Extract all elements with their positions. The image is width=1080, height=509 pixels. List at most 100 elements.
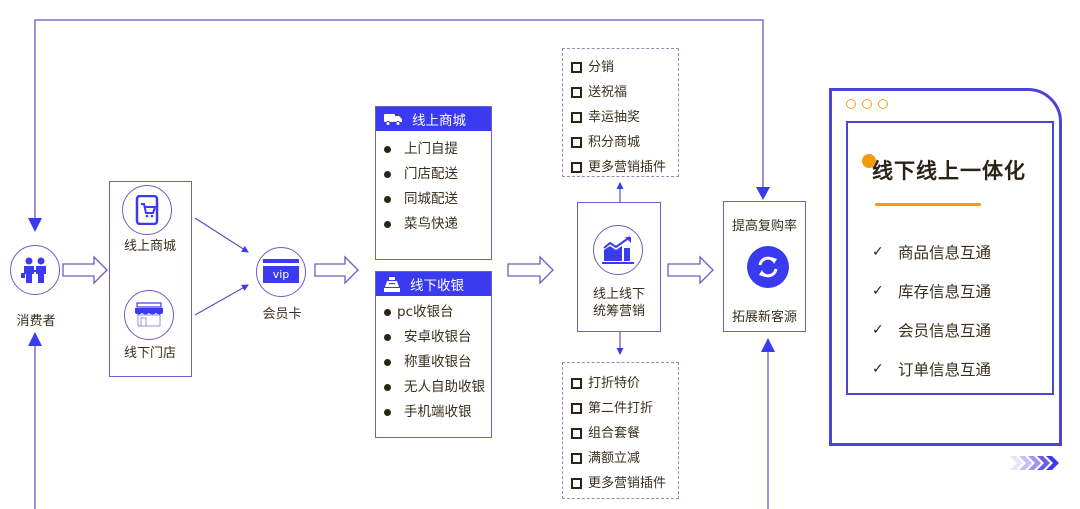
check-item-text: 订单信息互通 <box>898 360 992 379</box>
bullet-icon <box>384 146 391 153</box>
list-item: pc收银台 <box>384 300 491 325</box>
window-dots <box>846 99 888 109</box>
bullet-icon <box>384 409 391 416</box>
integration-frame <box>829 88 1062 446</box>
checkmark-icon: ✓ <box>872 321 884 338</box>
integration-title: 线下线上一体化 <box>872 159 1026 183</box>
offline-cashier-panel-title: 线下收银 <box>410 278 464 294</box>
top-plugin-list: 分销 送祝福 幸运抽奖 积分商城 更多营销插件 <box>563 49 678 180</box>
bullet-icon <box>384 196 391 203</box>
check-item: ✓ 商品信息互通 <box>872 232 991 271</box>
plugin-item: 幸运抽奖 <box>571 105 678 130</box>
online-channel-node <box>122 185 172 235</box>
plugin-item: 第二件打折 <box>571 396 678 421</box>
plugin-item-text: 更多营销插件 <box>588 160 667 175</box>
marketing-label-line2: 统筹营销 <box>592 304 645 319</box>
list-item-text: 安卓收银台 <box>404 329 472 345</box>
checkbox-square-icon <box>571 453 582 464</box>
outcome-bottom-label: 拓展新客源 <box>731 310 797 325</box>
outcome-top-label: 提高复购率 <box>731 219 797 234</box>
tablet-cart-icon <box>135 195 159 225</box>
list-item-text: 菜鸟快递 <box>404 216 458 232</box>
bullet-icon <box>384 384 391 391</box>
bullet-icon <box>384 171 391 178</box>
hollow-arrow-vip-to-panels <box>314 255 359 285</box>
window-dot-icon <box>862 99 872 109</box>
truck-icon <box>384 113 402 126</box>
hollow-arrow-marketing-to-outcome <box>667 255 714 285</box>
offline-cashier-list: pc收银台 安卓收银台 称重收银台 无人自助收银 手机端收银 <box>376 296 491 425</box>
plugin-item: 更多营销插件 <box>571 471 678 496</box>
cash-register-icon <box>384 276 400 292</box>
plugin-item-text: 分销 <box>588 60 615 75</box>
plugin-item: 打折特价 <box>571 371 678 396</box>
checkmark-icon: ✓ <box>872 360 884 377</box>
refresh-cycle-icon <box>747 246 789 288</box>
offline-channel-label: 线下门店 <box>123 346 176 361</box>
checkbox-square-icon <box>571 162 582 173</box>
plugin-item: 组合套餐 <box>571 421 678 446</box>
member-card-node: vip <box>256 247 306 297</box>
list-item-text: 上门自提 <box>404 141 458 157</box>
checkbox-square-icon <box>571 62 582 73</box>
list-item-text: pc收银台 <box>397 304 454 320</box>
bullet-icon <box>384 309 391 316</box>
checkbox-square-icon <box>571 378 582 389</box>
checkbox-square-icon <box>571 478 582 489</box>
hollow-arrow-consumer-to-channels <box>62 255 108 285</box>
check-item-text: 商品信息互通 <box>898 243 992 262</box>
marketing-icon-node <box>593 225 643 275</box>
checkmark-icon: ✓ <box>872 243 884 260</box>
plugin-item-text: 满额立减 <box>588 451 641 466</box>
list-item: 无人自助收银 <box>384 375 491 400</box>
checkbox-square-icon <box>571 87 582 98</box>
arrow-offline-to-vip <box>194 284 249 316</box>
plugin-item: 分销 <box>571 55 678 80</box>
integration-inner-frame <box>846 121 1054 395</box>
checkmark-icon: ✓ <box>872 282 884 299</box>
marketing-label-line1: 线上线下 <box>592 287 645 302</box>
plugin-item: 更多营销插件 <box>571 155 678 180</box>
plugin-item-text: 送祝福 <box>588 85 628 100</box>
check-item-text: 库存信息互通 <box>898 282 992 301</box>
online-mall-panel-title: 线上商城 <box>412 113 466 129</box>
checkbox-square-icon <box>571 137 582 148</box>
list-item-text: 手机端收银 <box>404 404 472 420</box>
vip-card-icon: vip <box>263 259 299 285</box>
checkbox-square-icon <box>571 403 582 414</box>
offline-channel-node <box>124 290 174 340</box>
list-item-text: 称重收银台 <box>404 354 472 370</box>
check-item-text: 会员信息互通 <box>898 321 992 340</box>
consumer-node <box>10 245 60 295</box>
member-card-label: 会员卡 <box>262 307 302 322</box>
plugin-item-text: 积分商城 <box>588 135 641 150</box>
arrow-up-to-consumer <box>28 332 42 346</box>
plugin-item: 送祝福 <box>571 80 678 105</box>
bottom-marketing-plugins: 打折特价 第二件打折 组合套餐 满额立减 更多营销插件 <box>562 362 679 499</box>
online-channel-label: 线上商城 <box>123 239 176 254</box>
list-item: 称重收银台 <box>384 350 491 375</box>
plugin-item-text: 打折特价 <box>588 376 641 391</box>
checkbox-square-icon <box>571 112 582 123</box>
orange-underline <box>875 203 981 206</box>
list-item: 菜鸟快递 <box>384 212 491 237</box>
top-marketing-plugins: 分销 送祝福 幸运抽奖 积分商城 更多营销插件 <box>562 48 679 177</box>
check-item: ✓ 订单信息互通 <box>872 349 991 388</box>
bullet-icon <box>384 221 391 228</box>
storefront-icon <box>135 302 163 327</box>
vip-text: vip <box>263 266 299 283</box>
integration-check-list: ✓ 商品信息互通 ✓ 库存信息互通 ✓ 会员信息互通 ✓ 订单信息互通 <box>872 232 991 388</box>
plugin-item-text: 组合套餐 <box>588 426 641 441</box>
list-item-text: 同城配送 <box>404 191 458 207</box>
online-mall-panel: 线上商城 上门自提 门店配送 同城配送 菜鸟快递 <box>375 106 492 260</box>
bullet-icon <box>384 334 391 341</box>
check-item: ✓ 会员信息互通 <box>872 310 991 349</box>
plugin-item-text: 更多营销插件 <box>588 476 667 491</box>
offline-cashier-panel: 线下收银 pc收银台 安卓收银台 称重收银台 无人自助收银 手机端收银 <box>375 271 492 438</box>
window-dot-icon <box>878 99 888 109</box>
arrow-online-to-vip <box>194 217 249 253</box>
arrow-up-to-outcome <box>761 338 775 352</box>
plugin-item-text: 幸运抽奖 <box>588 110 641 125</box>
plugin-item-text: 第二件打折 <box>588 401 654 416</box>
list-item: 手机端收银 <box>384 400 491 425</box>
